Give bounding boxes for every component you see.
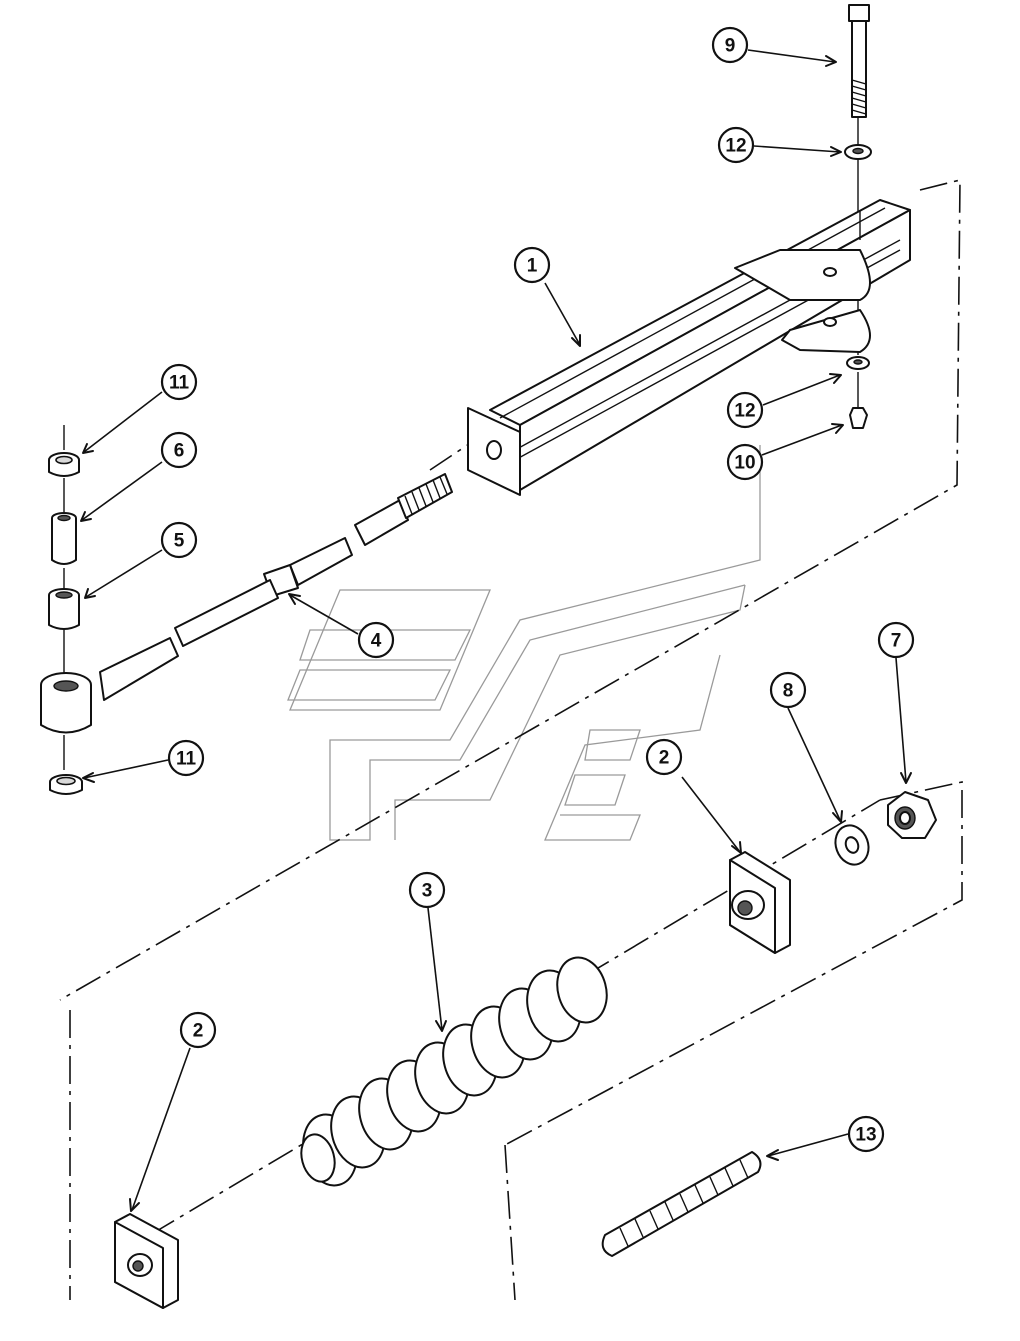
svg-text:10: 10 [734, 453, 755, 474]
callout-1: 1 [513, 246, 551, 284]
svg-text:2: 2 [193, 1021, 204, 1042]
plate-part-2-upper [729, 851, 791, 954]
svg-text:8: 8 [783, 681, 794, 702]
callout-4: 4 [357, 621, 395, 659]
callout-2-upper: 2 [645, 738, 683, 776]
svg-text:4: 4 [371, 631, 382, 652]
svg-text:13: 13 [855, 1125, 876, 1146]
svg-text:11: 11 [176, 749, 197, 770]
callout-3: 3 [408, 871, 446, 909]
callout-12-lower: 12 [726, 391, 764, 429]
svg-text:9: 9 [725, 36, 736, 57]
svg-text:12: 12 [725, 136, 746, 157]
svg-text:11: 11 [169, 373, 190, 394]
svg-text:5: 5 [174, 531, 185, 552]
washer-part-8 [834, 824, 870, 866]
tube-housing-part-1 [467, 199, 911, 496]
axis-lines [63, 115, 859, 770]
callout-9: 9 [711, 26, 749, 64]
callout-7: 7 [877, 621, 915, 659]
plate-part-2-lower [114, 1213, 179, 1309]
callout-8: 8 [769, 671, 807, 709]
nut-part-7 [887, 791, 937, 839]
stud-part-13 [601, 1151, 762, 1257]
leader-lines [80, 49, 912, 1212]
cap-part-11-upper [48, 452, 80, 477]
washer-part-12-lower [846, 356, 870, 370]
callout-13: 13 [847, 1115, 885, 1153]
bolt-part-9 [848, 4, 870, 118]
svg-text:3: 3 [422, 881, 433, 902]
callout-11-lower: 11 [167, 739, 205, 777]
bushing-part-5 [48, 588, 80, 630]
bushing-part-6 [51, 512, 77, 565]
watermark-logo [287, 445, 761, 841]
callout-5: 5 [160, 521, 198, 559]
svg-text:1: 1 [527, 256, 538, 277]
spring-part-3 [300, 956, 608, 1187]
rod-part-4 [40, 473, 453, 734]
callout-6: 6 [160, 431, 198, 469]
washer-part-12-upper [844, 144, 872, 160]
nut-part-10 [849, 407, 868, 429]
callout-2-lower: 2 [179, 1011, 217, 1049]
svg-text:12: 12 [734, 401, 755, 422]
svg-text:2: 2 [659, 748, 670, 769]
svg-text:6: 6 [174, 441, 185, 462]
callout-12-upper: 12 [717, 126, 755, 164]
callout-10: 10 [726, 443, 764, 481]
svg-text:7: 7 [891, 631, 902, 652]
callout-11-upper: 11 [160, 363, 198, 401]
cap-part-11-lower [49, 774, 83, 795]
